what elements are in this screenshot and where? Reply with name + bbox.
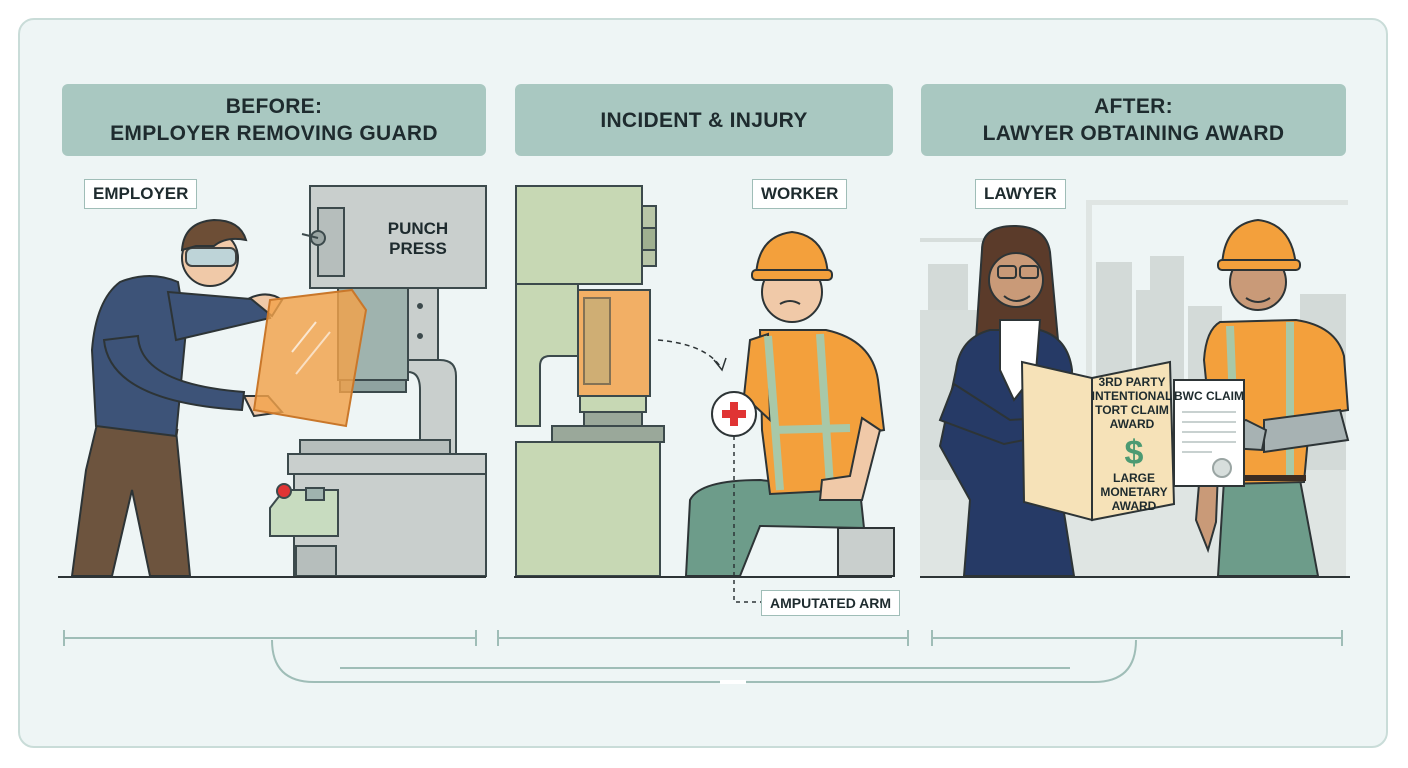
header-line: INCIDENT & INJURY (600, 108, 808, 132)
bwc-claim-document (1173, 379, 1245, 487)
employer-figure (70, 218, 284, 577)
employer-label: EMPLOYER (84, 179, 198, 209)
svg-text:PRESS: PRESS (389, 239, 447, 258)
punch-press-machine (269, 185, 487, 577)
dollar-sign-icon: $ (1125, 434, 1144, 472)
panel-header-incident: INCIDENT & INJURY (515, 84, 893, 156)
header-line: BEFORE: (225, 95, 323, 118)
dashed-arrow (657, 339, 721, 367)
header-line: LAWYER OBTAINING AWARD (982, 122, 1285, 145)
bwc-claim-title: BWC CLAIM (1174, 389, 1244, 403)
header-line: EMPLOYER REMOVING GUARD (110, 122, 438, 145)
panel-header-before: BEFORE: EMPLOYER REMOVING GUARD (62, 84, 486, 156)
worker-label: WORKER (752, 179, 848, 209)
svg-text:LARGE: LARGE (1113, 471, 1155, 485)
svg-text:AWARD: AWARD (1110, 417, 1155, 431)
svg-text:3RD PARTY: 3RD PARTY (1098, 375, 1165, 389)
removed-guard-panel (252, 288, 368, 428)
amputated-arm-label: AMPUTATED ARM (761, 590, 901, 616)
injury-leader-line (733, 436, 762, 603)
seal-icon (1212, 458, 1232, 478)
punch-press-label: PUNCH PRESS (388, 219, 448, 258)
timeline-brackets (63, 630, 1343, 684)
punch-press-incident (515, 185, 665, 577)
panel-header-after: AFTER: LAWYER OBTAINING AWARD (921, 84, 1346, 156)
lawyer-label: LAWYER (975, 179, 1066, 209)
header-line: AFTER: (1094, 95, 1173, 118)
svg-text:MONETARY: MONETARY (1100, 485, 1167, 499)
injured-worker-figure (684, 230, 895, 577)
svg-text:INTENTIONAL: INTENTIONAL (1092, 389, 1173, 403)
award-document (1020, 360, 1176, 522)
svg-text:AWARD: AWARD (1112, 499, 1157, 513)
award-text: 3RD PARTY INTENTIONAL TORT CLAIM AWARD $… (1092, 375, 1173, 513)
medical-cross-icon (711, 391, 757, 437)
svg-text:PUNCH: PUNCH (388, 219, 448, 238)
svg-text:TORT CLAIM: TORT CLAIM (1095, 403, 1169, 417)
arrow-head (713, 357, 727, 372)
